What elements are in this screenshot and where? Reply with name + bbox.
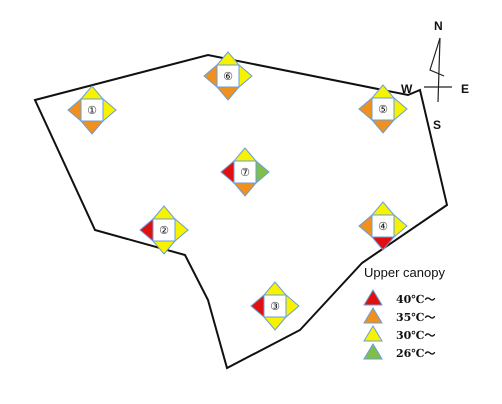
- station-triangle-left: [250, 293, 265, 319]
- station-triangle-top: [262, 281, 288, 296]
- legend-item-label: 35℃～: [396, 311, 436, 324]
- compass-east-label: E: [461, 82, 469, 96]
- station-marker: ①: [67, 85, 117, 135]
- station-triangle-left: [139, 217, 154, 243]
- station-triangle-right: [255, 159, 270, 185]
- station-marker: ③: [250, 281, 300, 331]
- station-box: [233, 160, 257, 184]
- legend-swatch-icon: [363, 307, 383, 324]
- station-marker: ⑤: [358, 84, 408, 134]
- station-triangle-bottom: [215, 86, 241, 101]
- legend-swatch-icon: [363, 343, 383, 360]
- compass-west-label: W: [401, 82, 413, 96]
- station-box: [152, 218, 176, 242]
- station-marker: ⑥: [203, 51, 253, 101]
- compass-south-label: S: [433, 118, 441, 132]
- station-number: ⑥: [223, 70, 233, 83]
- station-triangle-bottom: [370, 119, 396, 134]
- compass: N S E W: [401, 19, 469, 132]
- station-number: ⑤: [378, 103, 388, 116]
- station-triangle-right: [102, 97, 117, 123]
- legend-title: Upper canopy: [364, 265, 445, 280]
- station-triangle-top: [370, 201, 396, 216]
- station-triangle-left: [203, 63, 218, 89]
- station-triangle-top: [232, 147, 258, 162]
- station-triangle-left: [358, 213, 373, 239]
- legend-swatch-icon: [363, 289, 383, 306]
- station-marker: ②: [139, 205, 189, 255]
- station-triangle-bottom: [262, 316, 288, 331]
- field-boundary: [33, 53, 449, 370]
- legend-item-label: 26℃～: [396, 347, 436, 360]
- station-marker: ⑦: [220, 147, 270, 197]
- station-number: ③: [270, 300, 280, 313]
- station-triangle-top: [151, 205, 177, 220]
- station-number: ④: [378, 220, 388, 233]
- station-triangle-bottom: [232, 182, 258, 197]
- legend-item-label: 40℃～: [396, 293, 436, 306]
- north-arrow-icon: [429, 37, 445, 77]
- station-box: [371, 97, 395, 121]
- station-box: [371, 214, 395, 238]
- station-marker: ④: [358, 201, 408, 251]
- station-triangle-right: [393, 96, 408, 122]
- compass-ns-line: [437, 37, 441, 103]
- legend-swatch-icon: [363, 325, 383, 342]
- station-triangle-left: [358, 96, 373, 122]
- station-triangle-top: [215, 51, 241, 66]
- station-triangle-left: [220, 159, 235, 185]
- station-box: [216, 64, 240, 88]
- station-triangle-right: [174, 217, 189, 243]
- legend: Upper canopy 40℃～ 35℃～ 30℃～ 26℃～: [363, 265, 445, 360]
- station-number: ⑦: [240, 166, 250, 179]
- station-triangle-bottom: [79, 120, 105, 135]
- station-box: [80, 98, 104, 122]
- station-box: [263, 294, 287, 318]
- station-triangle-left: [67, 97, 82, 123]
- station-triangle-right: [285, 293, 300, 319]
- legend-item-label: 30℃～: [396, 329, 436, 342]
- station-number: ②: [159, 224, 169, 237]
- station-number: ①: [87, 104, 97, 117]
- compass-north-label: N: [434, 19, 443, 33]
- measurement-stations: ① ⑥ ⑤ ⑦ ② ④ ③: [67, 51, 408, 331]
- station-triangle-right: [238, 63, 253, 89]
